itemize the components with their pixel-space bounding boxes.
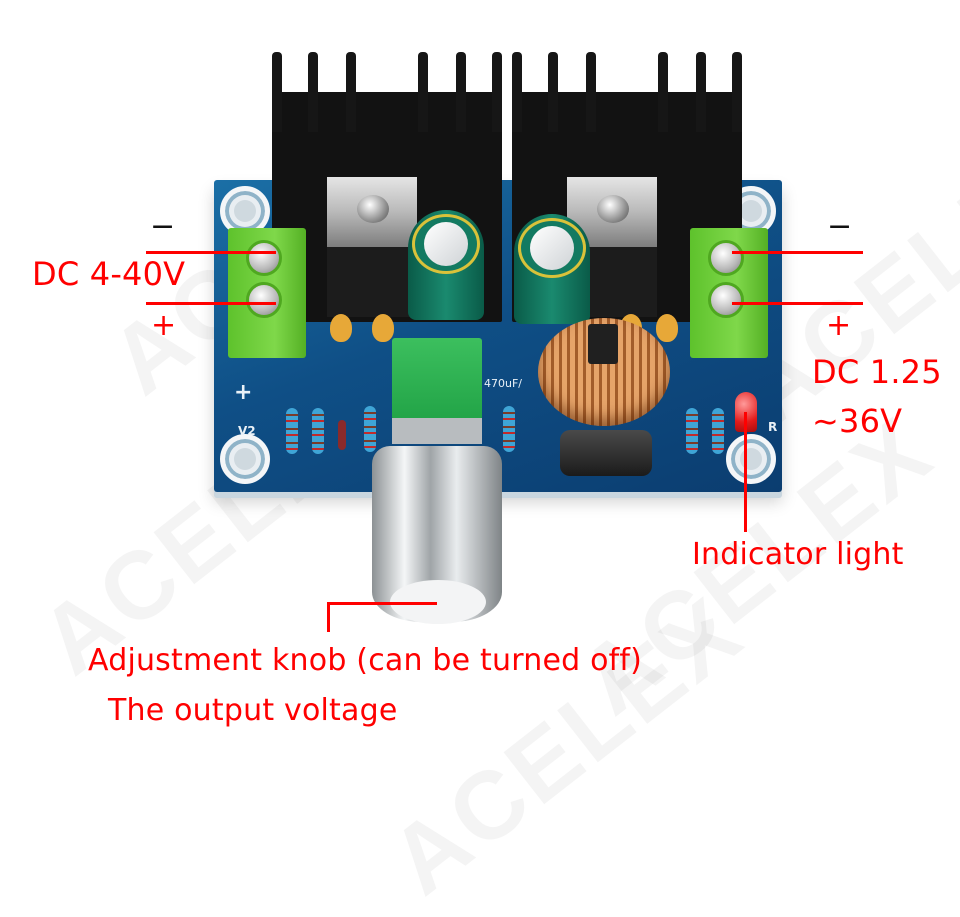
- electrolytic-capacitor-left: [408, 210, 484, 320]
- zener-diode: [338, 420, 346, 450]
- electrolytic-capacitor-right: [514, 214, 590, 324]
- knob-label-line2: The output voltage: [108, 693, 398, 728]
- input-plus-sign: +: [151, 308, 177, 343]
- regulator-chip: [327, 177, 417, 247]
- input-voltage-label: DC 4-40V: [32, 255, 186, 293]
- input-positive-leader-line: [146, 302, 276, 305]
- input-negative-screw: [246, 240, 282, 276]
- screw-icon: [357, 195, 389, 223]
- resistor: [686, 408, 698, 454]
- input-negative-leader-line: [146, 251, 276, 254]
- schottky-diode: [560, 430, 652, 476]
- silkscreen-cap-label: 470uF/: [484, 377, 523, 390]
- silkscreen-v2: V2: [238, 424, 256, 438]
- knob-leader-line-vertical: [327, 602, 330, 632]
- heatsink-left: [272, 52, 502, 322]
- silkscreen-plus: +: [234, 380, 253, 405]
- output-plus-sign: +: [826, 308, 852, 343]
- knob-leader-line-horizontal: [327, 602, 437, 605]
- potentiometer-body: [392, 338, 482, 420]
- ceramic-capacitor: [330, 314, 352, 342]
- screw-icon: [597, 195, 629, 223]
- resistor: [503, 406, 515, 452]
- ceramic-capacitor: [656, 314, 678, 342]
- indicator-light-label: Indicator light: [692, 537, 904, 572]
- output-negative-screw: [708, 240, 744, 276]
- output-voltage-label-line2: ~36V: [812, 402, 903, 440]
- watermark: ACELEX: [370, 575, 763, 916]
- output-terminal-block: [690, 228, 768, 358]
- indicator-leader-line: [744, 412, 747, 532]
- ceramic-capacitor: [372, 314, 394, 342]
- resistor: [312, 408, 324, 454]
- mounting-hole-bottom-right: [726, 434, 776, 484]
- input-terminal-block: [228, 228, 306, 358]
- output-positive-screw: [708, 282, 744, 318]
- output-voltage-label-line1: DC 1.25: [812, 353, 942, 391]
- mounting-hole-top-left: [220, 186, 270, 236]
- input-positive-screw: [246, 282, 282, 318]
- silkscreen-r: R: [768, 420, 778, 434]
- resistor: [712, 408, 724, 454]
- mounting-hole-bottom-left: [220, 434, 270, 484]
- output-negative-leader-line: [732, 251, 863, 254]
- output-positive-leader-line: [732, 302, 863, 305]
- resistor: [286, 408, 298, 454]
- output-minus-sign: −: [827, 209, 853, 244]
- knob-label-line1: Adjustment knob (can be turned off): [88, 643, 643, 678]
- input-minus-sign: −: [150, 209, 176, 244]
- toroidal-inductor: [538, 318, 670, 426]
- potentiometer-bracket: [392, 418, 482, 444]
- resistor: [364, 406, 376, 452]
